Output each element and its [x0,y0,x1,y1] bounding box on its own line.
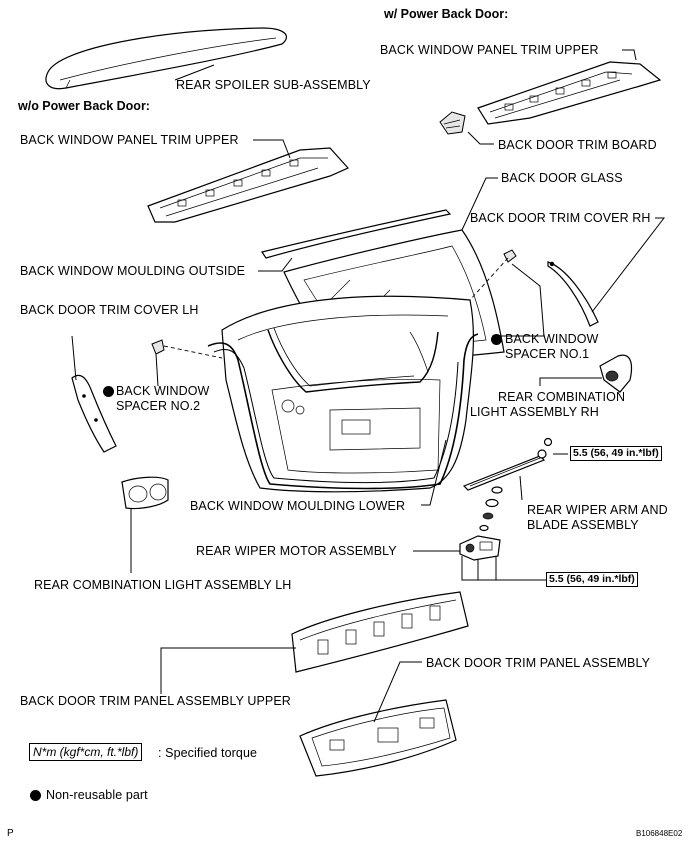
label-back-door-trim-board: BACK DOOR TRIM BOARD [498,138,657,152]
non-reusable-mark-spacer2 [103,386,114,397]
rcl-rh-part [599,354,633,393]
label-back-door-glass: BACK DOOR GLASS [501,171,623,185]
bwpt-upper-power-part [477,61,662,125]
torque-spec-arm-nut: 5.5 (56, 49 in.*lbf) [570,446,662,461]
label-rcl-rh-line2: LIGHT ASSEMBLY RH [470,405,599,419]
footer-left-mark: P [7,828,14,839]
rear-spoiler-part [45,27,287,90]
label-trim-cover-lh: BACK DOOR TRIM COVER LH [20,303,199,317]
wiper-motor-fasteners [479,486,503,532]
label-trim-panel: BACK DOOR TRIM PANEL ASSEMBLY [426,656,651,670]
label-rcl-lh: REAR COMBINATION LIGHT ASSEMBLY LH [34,578,292,592]
legend-torque-box: N*m (kgf*cm, ft.*lbf) [29,743,143,761]
spacer-no2-part [151,339,165,355]
moulding-outside-part [261,209,452,259]
trim-panel-part [299,699,457,777]
label-wiper-arm-line1: REAR WIPER ARM AND [527,503,668,517]
label-spacer1-line1: BACK WINDOW [505,332,599,346]
wiper-arm-part [462,437,553,491]
label-rear-spoiler: REAR SPOILER SUB-ASSEMBLY [176,78,371,92]
label-trim-cover-rh: BACK DOOR TRIM COVER RH [470,211,651,225]
trim-cover-lh-part [71,374,117,453]
label-bwpt-upper-power: BACK WINDOW PANEL TRIM UPPER [380,43,599,57]
legend-non-reusable-dot [30,790,41,801]
torque-spec-motor-bolts: 5.5 (56, 49 in.*lbf) [546,572,638,587]
header-with-power: w/ Power Back Door: [384,7,509,21]
label-wiper-arm-line2: BLADE ASSEMBLY [527,518,639,532]
back-door-frame-part [221,295,475,493]
header-without-power: w/o Power Back Door: [18,99,150,113]
trim-cover-rh-part [547,261,599,327]
label-trim-panel-upper: BACK DOOR TRIM PANEL ASSEMBLY UPPER [20,694,291,708]
label-spacer1-line2: SPACER NO.1 [505,347,590,361]
legend-torque-text: : Specified torque [158,746,258,760]
moulding-lower-part [207,327,479,490]
label-bwpt-upper: BACK WINDOW PANEL TRIM UPPER [20,133,239,147]
non-reusable-mark-spacer1 [491,334,502,345]
rcl-lh-part [121,476,169,510]
figure-id: B106848E02 [636,829,683,838]
trim-panel-upper-part [291,591,469,673]
back-door-trim-board-part [439,111,466,135]
bwpt-upper-part [147,147,349,223]
label-wiper-motor: REAR WIPER MOTOR ASSEMBLY [196,544,397,558]
label-moulding-outside: BACK WINDOW MOULDING OUTSIDE [20,264,246,278]
legend-non-reusable-text: Non-reusable part [46,788,148,802]
label-spacer2-line1: BACK WINDOW [116,384,210,398]
label-moulding-lower: BACK WINDOW MOULDING LOWER [190,499,406,513]
wiper-motor-part [459,535,501,561]
label-spacer2-line2: SPACER NO.2 [116,399,201,413]
label-rcl-rh-line1: REAR COMBINATION [498,390,626,404]
